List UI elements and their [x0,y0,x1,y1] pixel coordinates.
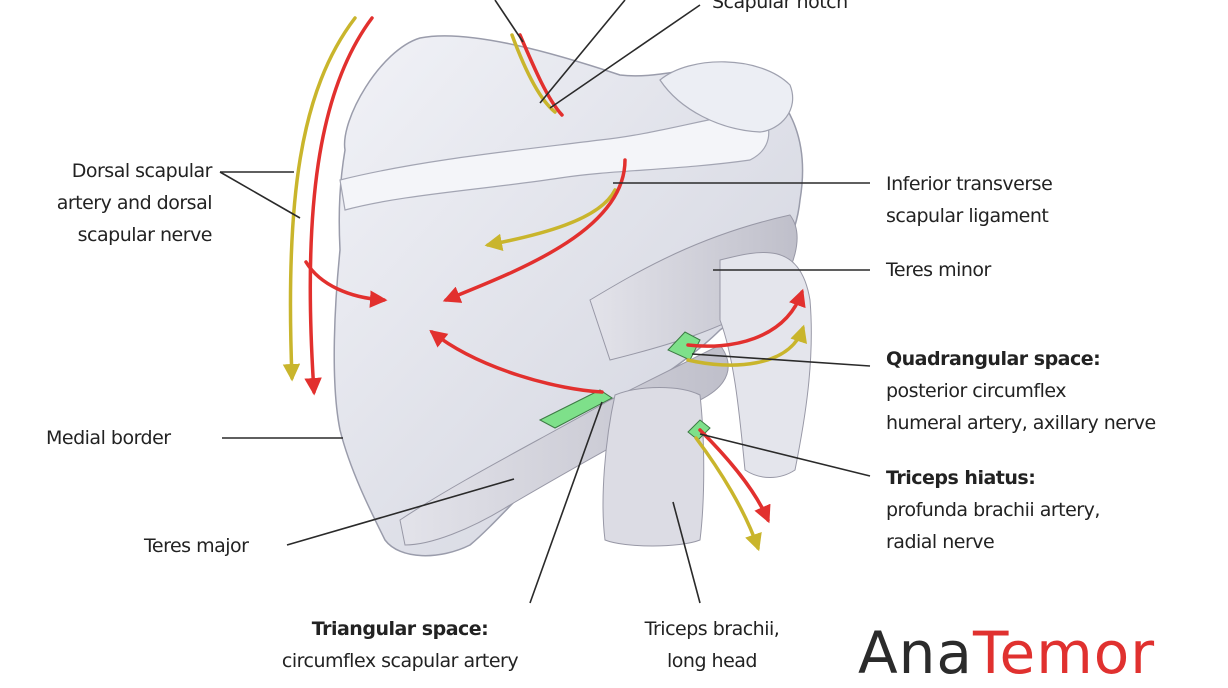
label-medial-border: Medial border [46,422,171,454]
label-triceps-hiatus: Triceps hiatus: profunda brachii artery,… [886,462,1100,558]
label-triceps-hiatus-title: Triceps hiatus: [886,467,1035,489]
watermark-logo: AnaTemor [858,618,1155,688]
label-dorsal-scapular: Dorsal scapular artery and dorsal scapul… [0,155,212,251]
label-dorsal-scapular-line1: Dorsal scapular [0,155,212,187]
label-triceps-long-head: Triceps brachii, long head [612,613,812,677]
label-triangular-space: Triangular space: circumflex scapular ar… [240,613,560,677]
label-inferior-transverse-line1: Inferior transverse [886,168,1052,200]
label-teres-major: Teres major [144,530,248,562]
label-triangular-title: Triangular space: [312,618,489,640]
triceps-long-head [603,388,704,547]
label-quadrangular-space: Quadrangular space: posterior circumflex… [886,343,1156,439]
label-dorsal-scapular-line3: scapular nerve [0,219,212,251]
label-quadrangular-line1: posterior circumflex [886,375,1156,407]
label-triangular-line: circumflex scapular artery [240,645,560,677]
label-triceps-line2: long head [612,645,812,677]
label-inferior-transverse-line2: scapular ligament [886,200,1052,232]
label-triceps-hiatus-line1: profunda brachii artery, [886,494,1100,526]
label-teres-minor: Teres minor [886,254,991,286]
label-scapular-notch: Scapular notch [712,0,848,18]
label-quadrangular-title: Quadrangular space: [886,348,1100,370]
label-dorsal-scapular-line2: artery and dorsal [0,187,212,219]
label-inferior-transverse: Inferior transverse scapular ligament [886,168,1052,232]
label-triceps-hiatus-line2: radial nerve [886,526,1100,558]
label-quadrangular-line2: humeral artery, axillary nerve [886,407,1156,439]
label-triceps-line1: Triceps brachii, [612,613,812,645]
